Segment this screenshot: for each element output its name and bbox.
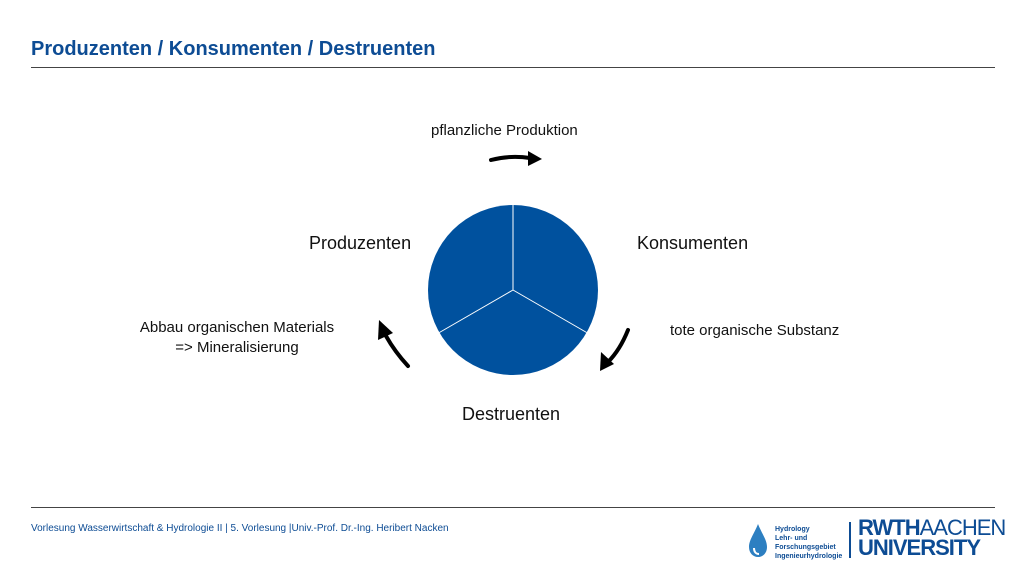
rwth-logo-rwth: RWTH xyxy=(858,515,921,540)
hydrology-logo-text: Hydrology Lehr- und Forschungsgebiet Ing… xyxy=(775,525,842,561)
hydro-line-3: Forschungsgebiet xyxy=(775,544,836,551)
label-abbau-line1: Abbau organischen Materials xyxy=(139,319,335,336)
arrow-top-head xyxy=(528,151,542,166)
pie-divider-left xyxy=(439,289,514,333)
label-abbau: Abbau organischen Materials => Mineralis… xyxy=(122,318,352,358)
title-divider xyxy=(31,67,995,68)
arrow-left-icon xyxy=(384,334,410,368)
footer-divider xyxy=(31,507,995,508)
rwth-logo-university: UNIVERSITY xyxy=(858,535,981,560)
pie-divider-right xyxy=(512,289,587,333)
hydro-line-1: Hydrology xyxy=(775,526,810,533)
arrow-top-icon xyxy=(489,154,532,162)
footer-text: Vorlesung Wasserwirtschaft & Hydrologie … xyxy=(31,523,449,534)
label-tote-organische-substanz: tote organische Substanz xyxy=(670,322,840,339)
hydrology-drop-icon xyxy=(749,524,767,557)
rwth-logo-aachen: AACHEN xyxy=(919,515,1007,540)
hydro-line-4: Ingenieurhydrologie xyxy=(775,553,843,560)
hydro-line-2: Lehr- und xyxy=(775,535,808,542)
arrow-right-icon xyxy=(606,328,630,364)
page-title: Produzenten / Konsumenten / Destruenten xyxy=(31,38,436,60)
label-pflanzliche-produktion: pflanzliche Produktion xyxy=(431,122,578,139)
rwth-logo: RWTHAACHEN UNIVERSITY xyxy=(858,515,1007,560)
node-destruenten: Destruenten xyxy=(462,404,561,424)
arrow-left-head xyxy=(378,320,393,340)
node-konsumenten: Konsumenten xyxy=(637,233,749,253)
logo-separator xyxy=(849,522,851,558)
arrow-right-head xyxy=(600,352,614,371)
label-abbau-line2: => Mineralisierung xyxy=(175,339,299,356)
node-produzenten: Produzenten xyxy=(309,233,412,253)
